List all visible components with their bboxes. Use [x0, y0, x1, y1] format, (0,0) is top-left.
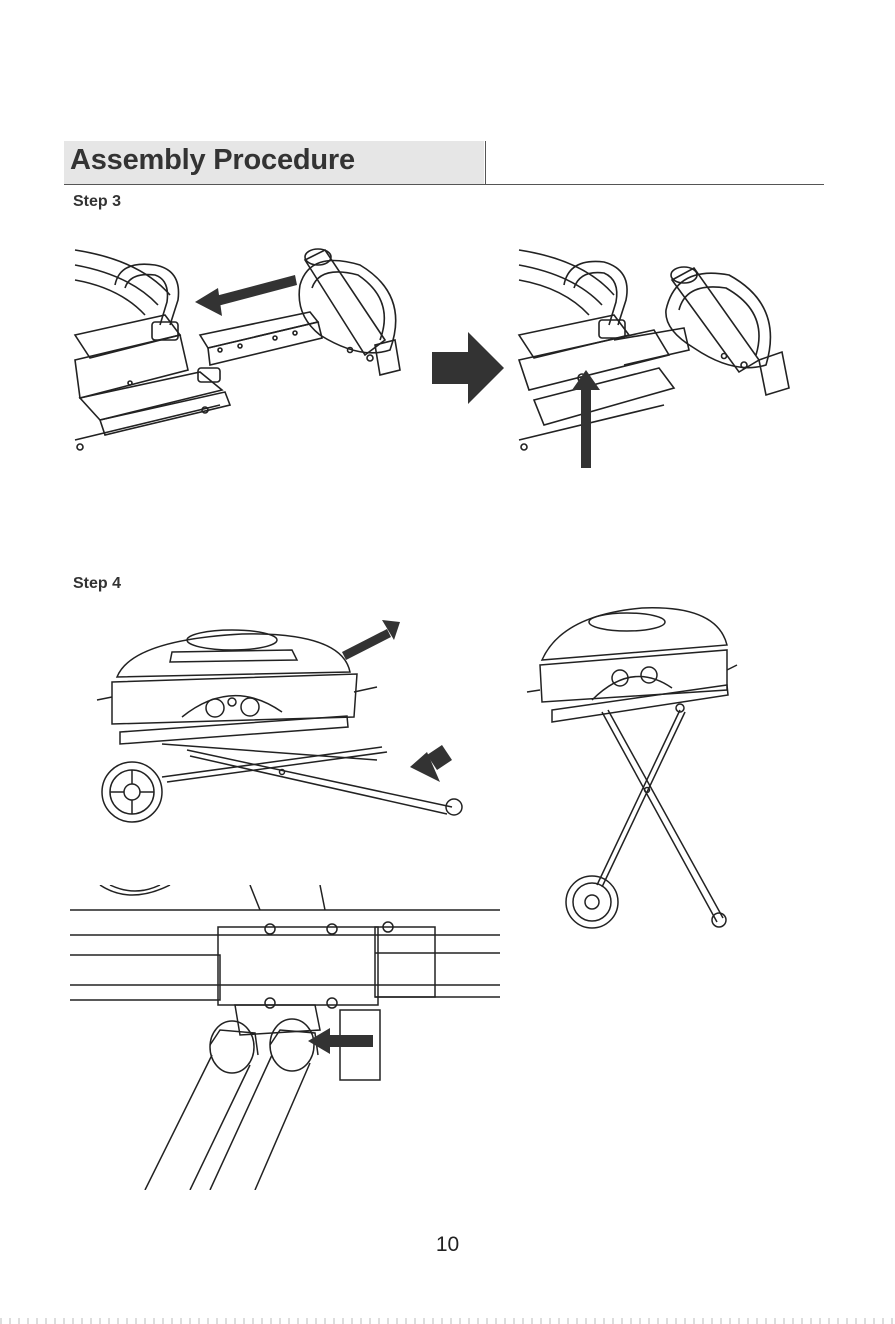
section-title: Assembly Procedure: [70, 144, 355, 177]
footer-scan-artifact: [0, 1318, 895, 1324]
header-divider: [485, 141, 486, 184]
leg-bracket-detail-icon: [70, 885, 500, 1190]
page-number: 10: [0, 1233, 895, 1257]
arrow-right-icon: [432, 332, 507, 407]
grill-frame-attached-icon: [514, 240, 804, 470]
step-4-label: Step 4: [73, 575, 121, 593]
step-3-label: Step 3: [73, 193, 121, 211]
grill-standing-icon: [522, 600, 747, 935]
header-rule: [64, 184, 824, 185]
grill-fold-legs-icon: [92, 612, 477, 837]
grill-frame-attach-icon: [70, 240, 420, 455]
